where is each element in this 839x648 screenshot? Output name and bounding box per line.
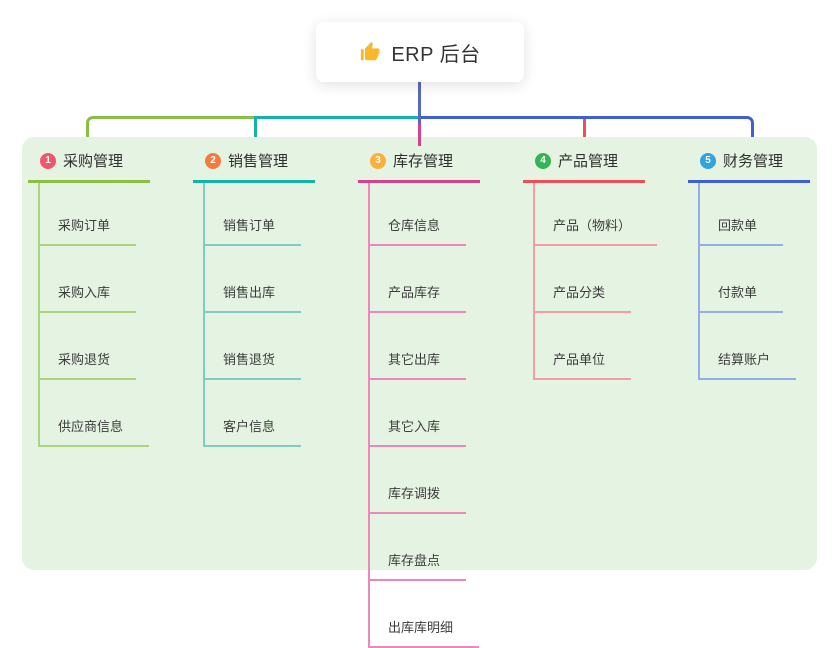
mindmap-item[interactable]: 供应商信息: [40, 380, 150, 447]
mindmap-item[interactable]: 仓库信息: [370, 183, 467, 246]
connector-trunk-teal: [254, 116, 421, 149]
mindmap-item[interactable]: 销售退货: [205, 313, 302, 380]
mindmap-item[interactable]: 库存盘点: [370, 514, 467, 581]
branch-label: 采购管理: [63, 153, 124, 170]
mindmap-item[interactable]: 回款单: [700, 183, 784, 246]
branch-items: 销售订单 销售出库 销售退货 客户信息: [203, 183, 302, 447]
mindmap-item[interactable]: 出库库明细: [370, 581, 480, 648]
mindmap-item[interactable]: 采购退货: [40, 313, 137, 380]
connector-trunk-green: [86, 116, 257, 149]
branch-items: 仓库信息 产品库存 其它出库 其它入库 库存调拨 库存盘点 出库库明细: [368, 183, 480, 648]
root-node-title: ERP 后台: [391, 43, 481, 66]
branch-label: 库存管理: [393, 153, 454, 170]
branch-purchase-management: 1 采购管理 采购订单 采购入库 采购退货 供应商信息: [28, 144, 150, 447]
connector-drop-magenta: [418, 119, 421, 146]
branch-head-purchase[interactable]: 1 采购管理: [28, 144, 150, 183]
connector-trunk-blue: [418, 116, 754, 149]
mindmap-item[interactable]: 其它出库: [370, 313, 467, 380]
badge-3: 3: [370, 152, 386, 169]
branch-inventory-management: 3 库存管理 仓库信息 产品库存 其它出库 其它入库 库存调拨 库存盘点 出库库…: [358, 144, 480, 648]
branch-product-management: 4 产品管理 产品（物料） 产品分类 产品单位: [523, 144, 658, 380]
thumbs-up-icon: [361, 41, 380, 61]
badge-5: 5: [700, 152, 716, 169]
branch-head-inventory[interactable]: 3 库存管理: [358, 144, 480, 183]
connector-root-line: [418, 82, 421, 124]
mindmap-item[interactable]: 采购入库: [40, 246, 137, 313]
branch-finance-management: 5 财务管理 回款单 付款单 结算账户: [688, 144, 810, 380]
branch-items: 采购订单 采购入库 采购退货 供应商信息: [38, 183, 150, 447]
mindmap-item[interactable]: 其它入库: [370, 380, 467, 447]
badge-4: 4: [535, 152, 551, 169]
badge-2: 2: [205, 152, 221, 169]
branch-label: 财务管理: [723, 153, 784, 170]
root-node[interactable]: ERP 后台: [316, 22, 524, 82]
mindmap-item[interactable]: 付款单: [700, 246, 784, 313]
mindmap-item[interactable]: 产品（物料）: [535, 183, 658, 246]
branch-label: 销售管理: [228, 153, 289, 170]
mindmap-item[interactable]: 产品库存: [370, 246, 467, 313]
connector-drop-red: [583, 119, 586, 146]
branch-items: 产品（物料） 产品分类 产品单位: [533, 183, 658, 380]
mindmap-item[interactable]: 产品单位: [535, 313, 632, 380]
branch-label: 产品管理: [558, 153, 619, 170]
branch-head-finance[interactable]: 5 财务管理: [688, 144, 810, 183]
branches-panel: [22, 137, 817, 570]
mindmap-item[interactable]: 产品分类: [535, 246, 632, 313]
branch-head-product[interactable]: 4 产品管理: [523, 144, 645, 183]
mindmap-item[interactable]: 销售订单: [205, 183, 302, 246]
branch-items: 回款单 付款单 结算账户: [698, 183, 797, 380]
branch-head-sales[interactable]: 2 销售管理: [193, 144, 315, 183]
mindmap-item[interactable]: 销售出库: [205, 246, 302, 313]
mindmap-item[interactable]: 结算账户: [700, 313, 797, 380]
mindmap-item[interactable]: 库存调拨: [370, 447, 467, 514]
mindmap-item[interactable]: 客户信息: [205, 380, 302, 447]
mindmap-canvas: { "root": { "title": "ERP 后台", "icon": "…: [22, 22, 817, 648]
mindmap-item[interactable]: 采购订单: [40, 183, 137, 246]
branch-sales-management: 2 销售管理 销售订单 销售出库 销售退货 客户信息: [193, 144, 315, 447]
badge-1: 1: [40, 152, 56, 169]
